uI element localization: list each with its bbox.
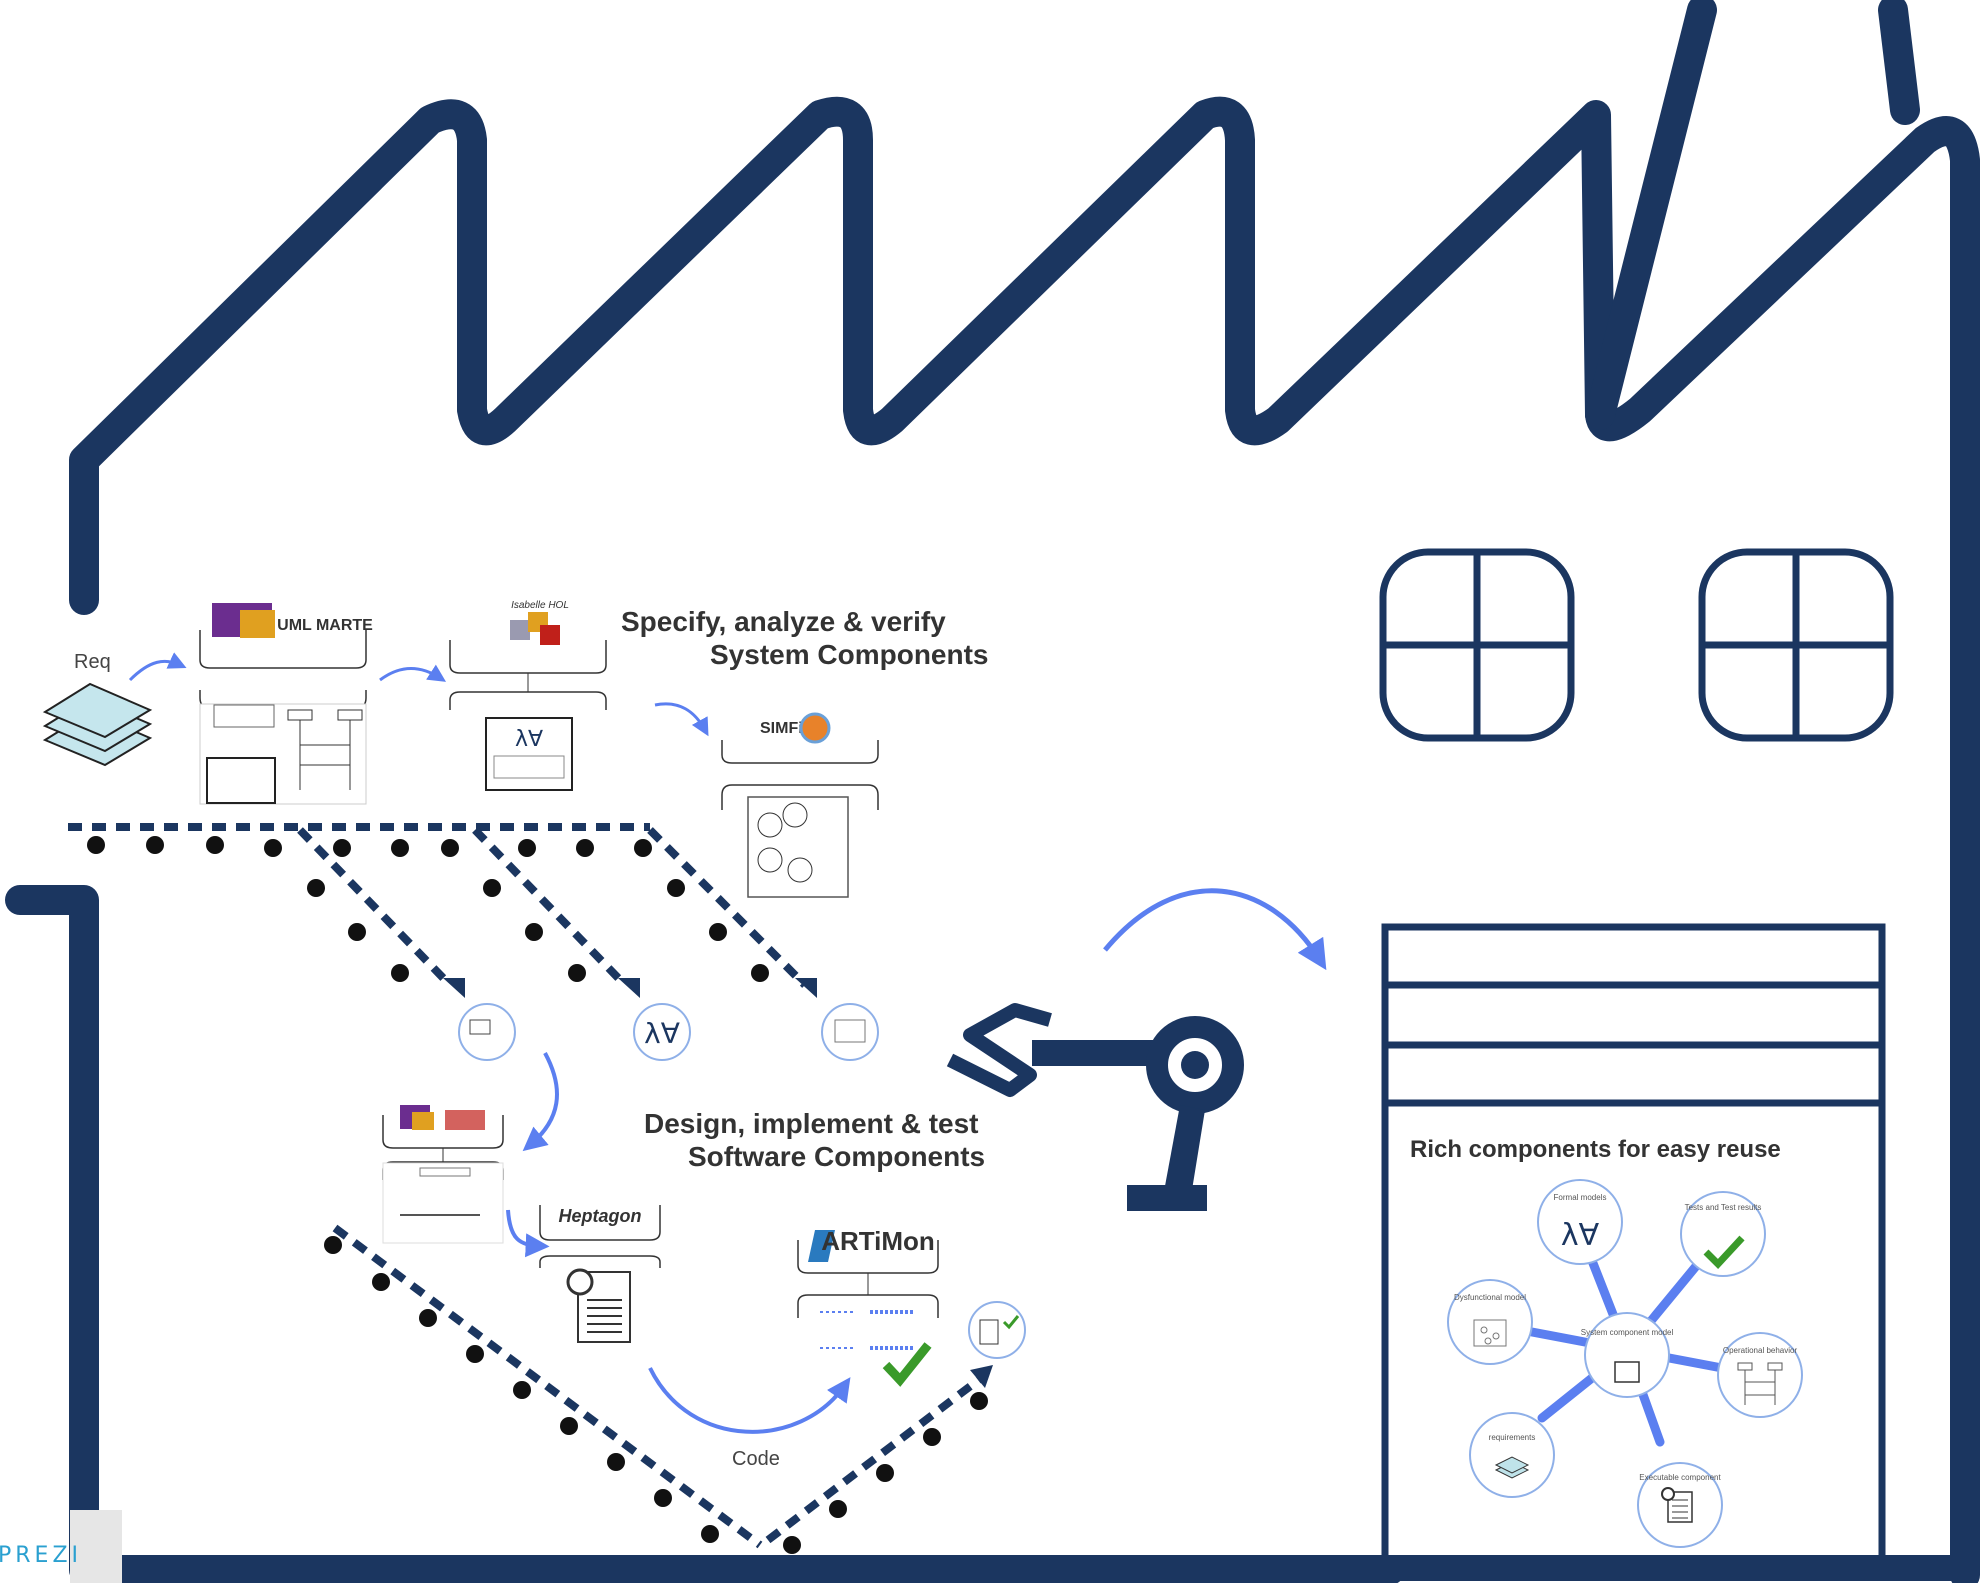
document-gear-icon <box>1661 1487 1693 1523</box>
artifact-model <box>458 1003 516 1061</box>
hub-node-requirements <box>1469 1412 1555 1498</box>
hub-center-node <box>1584 1312 1670 1398</box>
checkmark-icon <box>1703 1235 1745 1270</box>
isabelle-box: Isabelle HOL λ∀ <box>449 600 607 791</box>
document-gear-icon-heptagon <box>566 1268 631 1343</box>
arrow-isabelle-simfia <box>654 702 709 737</box>
heptagon-box: Heptagon <box>539 1205 661 1343</box>
left-wall <box>5 885 1405 1583</box>
hub-node-tests <box>1680 1191 1766 1277</box>
stack-icon <box>1494 1456 1530 1479</box>
uml-marte-box: UML MARTE <box>199 603 373 805</box>
arrow-model-design <box>522 1052 559 1152</box>
conveyor-lower-dots <box>324 1236 988 1554</box>
hub-node-operational <box>1717 1332 1803 1418</box>
prezi-watermark: PREZI <box>0 1543 82 1568</box>
conveyor-arrowheads <box>443 978 817 998</box>
graph-icon <box>1473 1319 1507 1347</box>
hub-operational-label: Operational behavior <box>1723 1346 1798 1355</box>
hub-dysfunctional-label: Dysfunctional model <box>1454 1293 1526 1302</box>
rich-components-title: Rich components for easy reuse <box>1410 1136 1781 1163</box>
req-label: Req <box>74 651 111 673</box>
artifact-formal <box>633 1003 691 1061</box>
hub-tests-label: Tests and Test results <box>1685 1203 1762 1212</box>
lambda-icon-isabelle: λ∀ <box>515 727 543 752</box>
code-label: Code <box>732 1448 780 1470</box>
arrow-req-uml <box>128 652 187 682</box>
simfia-box: SIMFia <box>721 712 879 898</box>
artimon-logo: ARTiMon <box>821 1226 935 1256</box>
chimney-left <box>1585 0 1717 430</box>
design-header-line1: Design, implement & test <box>644 1108 979 1139</box>
sequence-diagram-icon <box>1737 1362 1783 1405</box>
svg-text:Isabelle HOL: Isabelle HOL <box>511 600 569 611</box>
conveyor-lower <box>332 1224 988 1549</box>
lambda-icon-artifact: λ∀ <box>644 1017 680 1050</box>
design-uml-box <box>382 1105 504 1244</box>
robot-claw <box>946 1003 1052 1097</box>
simfia-logo: SIMFia <box>760 720 812 737</box>
requirements-stack-icon <box>42 682 153 767</box>
hub-executable-label: Executable component <box>1639 1473 1721 1482</box>
design-header-line2: Software Components <box>688 1141 985 1172</box>
spec-header-line1: Specify, analyze & verify <box>621 606 946 637</box>
sawtooth-roof <box>69 96 1980 1583</box>
lambda-icon: λ∀ <box>1561 1218 1600 1253</box>
storage-rack <box>1381 923 1886 1571</box>
hub-diagram: System component model Formal models λ∀ … <box>1447 1179 1803 1548</box>
code-arrow <box>648 1367 851 1434</box>
checkmark-icon-artimon <box>882 1342 932 1387</box>
hub-node-dysfunctional <box>1447 1279 1533 1365</box>
hub-formal-label: Formal models <box>1554 1193 1607 1202</box>
hub-center-label: System component model <box>1581 1328 1674 1337</box>
isabelle-logo: Isabelle HOL <box>510 600 569 645</box>
arrow-uml-isabelle <box>379 664 447 682</box>
heptagon-logo: Heptagon <box>559 1206 642 1226</box>
chimney-right <box>1878 0 1920 125</box>
arrow-design-heptagon <box>506 1209 550 1258</box>
robot-arrow <box>1103 888 1327 971</box>
hub-requirements-label: requirements <box>1489 1433 1536 1442</box>
robot-arm <box>946 1003 1244 1211</box>
conveyor-upper <box>68 823 808 988</box>
artimon-box: ARTiMon <box>797 1226 939 1387</box>
artifact-circles <box>458 1003 879 1061</box>
spec-header-line2: System Components <box>710 639 989 670</box>
factory-windows <box>1379 548 1894 742</box>
conveyor-upper-dots <box>87 836 769 982</box>
artifact-test <box>821 1003 879 1061</box>
uml-marte-logo: UML MARTE <box>277 617 373 634</box>
prezi-badge-bg <box>70 1510 122 1583</box>
hub-node-formal <box>1537 1179 1623 1265</box>
